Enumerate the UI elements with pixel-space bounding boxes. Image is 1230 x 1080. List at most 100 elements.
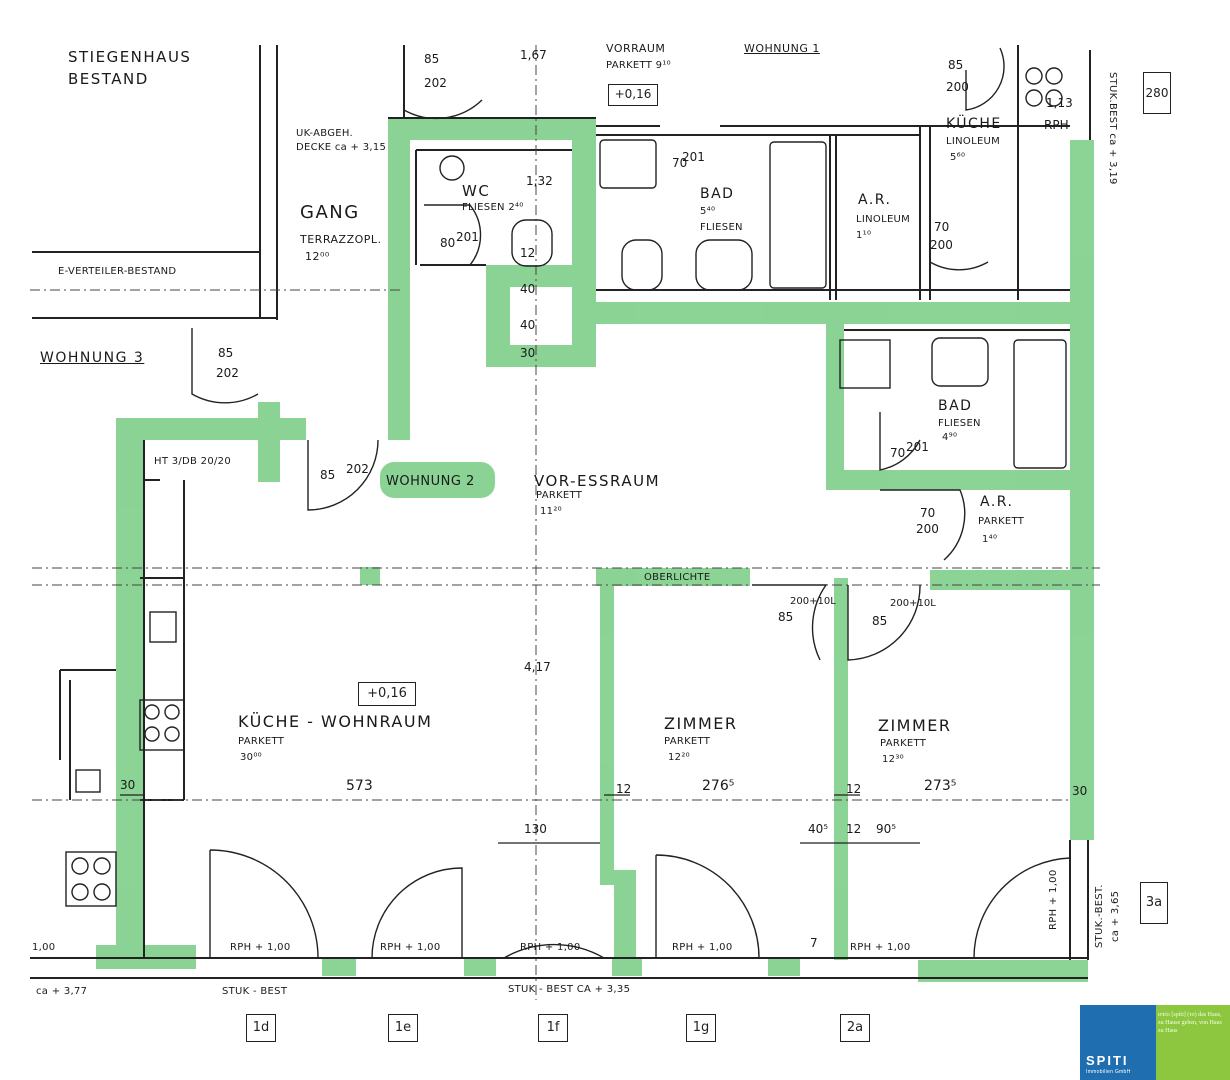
stuk-best-label: STUK - BEST [222,986,288,997]
wall-highlight [834,578,848,960]
bad2-floor: FLIESEN [938,418,981,429]
wall-highlight [826,470,1072,490]
dimension-label: 7 [810,936,818,950]
axis-marker-3a: 3a [1140,882,1168,924]
ar1-label: A.R. [858,192,892,208]
ar2-area: 1⁴⁰ [982,534,998,545]
wall-highlight [572,302,1092,324]
wall-highlight [388,118,588,140]
wall-highlight [614,870,636,960]
sink [75,769,101,793]
sink [149,611,177,643]
stuk-best-label: STUK - BEST ca + 3,35 [508,984,631,995]
parapet-height-label: RPH + 1,00 [672,942,733,953]
kueche-area: 5⁶⁰ [950,152,966,163]
wall-highlight [768,958,800,976]
bad2-label: BAD [938,398,973,414]
parapet-height-label: RPH + 1,00 [850,942,911,953]
dimension-label: 30 [520,346,536,360]
door-swings [191,45,1071,959]
width-label: 573 [346,778,373,794]
rph-label: RPH [1044,118,1069,132]
width-label: 40⁵ [808,822,829,836]
door-height-label: 201 [682,150,705,164]
wall-highlights [96,118,1094,982]
ht-label: HT 3/DB 20/20 [154,456,231,467]
sink [599,139,657,189]
parapet-height-label: RPH + 1,00 [380,942,441,953]
door-width-label: 70 [920,506,936,520]
wall-highlight [612,958,642,976]
door-height-label: 201 [906,440,929,454]
bathtub [1013,339,1067,469]
rph-value: 1,13 [1046,96,1073,110]
door-width-label: 85 [424,52,440,66]
sink [931,337,989,387]
stiegenhaus-label-2: BESTAND [68,70,149,88]
zimmer2-floor: PARKETT [880,738,927,749]
parapet-height-label: RPH + 1,00 [520,942,581,953]
door-width-label: 80 [440,236,456,250]
spiti-logo: SPITI Immobilien GmbH σπίτι [spíti] (το)… [1080,1005,1230,1080]
wc-sink [439,155,465,181]
kueche-wohnraum-level-box: +0,16 [358,682,416,706]
kueche-floor: LINOLEUM [946,136,1001,147]
door-height-label: 202 [216,366,239,380]
wall-lines [30,45,1091,979]
wall-highlight [826,318,844,480]
bathtub [769,141,827,289]
wall-highlight [380,462,495,498]
axis-label: 280 [1143,72,1171,114]
width-label: 130 [524,822,547,836]
kueche-wohnraum-area: 30⁰⁰ [240,752,262,763]
wall-highlight [116,418,144,958]
wall-highlight [322,958,356,976]
dimension-label: 12 [520,246,536,260]
wall-thickness-label: 12 [616,782,632,796]
axis-marker-2a: 2a [840,1014,870,1042]
door-height-label: 200 [916,522,939,536]
vorraum-essraum-floor: PARKETT [536,490,583,501]
logo-subtitle: Immobilien GmbH [1086,1069,1131,1075]
door-width-label: 85 [872,614,888,628]
wohnung2-label: WOHNUNG 2 [386,474,475,489]
stove [139,699,185,751]
wall-highlight [486,345,596,367]
door-width-label: 70 [890,446,906,460]
kueche-wohnraum-floor: PARKETT [238,736,285,747]
vorraum-essraum-label: VOR-ESSRAUM [534,472,661,490]
stove [65,851,117,907]
wall-highlight [1070,140,1094,840]
toilet [511,219,553,267]
axis-marker-1g: 1g [686,1014,716,1042]
stuk-best-label: ca + 3,65 [1110,890,1121,942]
door-width-label: 85 [218,346,234,360]
vorraum-level-box: +0,16 [608,84,658,106]
width-label: 276⁵ [702,778,735,794]
wall-highlight [486,265,586,287]
dimension-label: 1,32 [526,174,553,188]
fixtures [65,67,1067,907]
door-height-label: 200 [946,80,969,94]
door-height-label: 200+10L [790,596,836,607]
wall-highlight [258,402,280,482]
toilet [695,239,753,291]
bad1-floor: FLIESEN [700,222,743,233]
axis-marker-1f: 1f [538,1014,568,1042]
logo-tagline: σπίτι [spíti] (το) das Haus, zu Hause ge… [1156,1005,1230,1080]
door-height-label: 201 [456,230,479,244]
oberlichte-label: OBERLICHTE [644,572,711,583]
kueche-label: KÜCHE [946,116,1002,132]
wall-highlight [600,585,614,885]
wall-highlight [360,567,380,585]
wall-highlight [388,118,410,440]
zimmer1-label: ZIMMER [664,714,738,733]
bad1-label: BAD [700,186,735,202]
wall-highlight [918,960,1088,982]
wohnung1-label: WOHNUNG 1 [744,42,820,55]
axis-marker-1e: 1e [388,1014,418,1042]
zimmer1-area: 12²⁰ [668,752,690,763]
zimmer2-label: ZIMMER [878,716,952,735]
wall-highlight [464,958,496,976]
stuk-best-label: STUK.BEST ca + 3,19 [1107,72,1118,185]
